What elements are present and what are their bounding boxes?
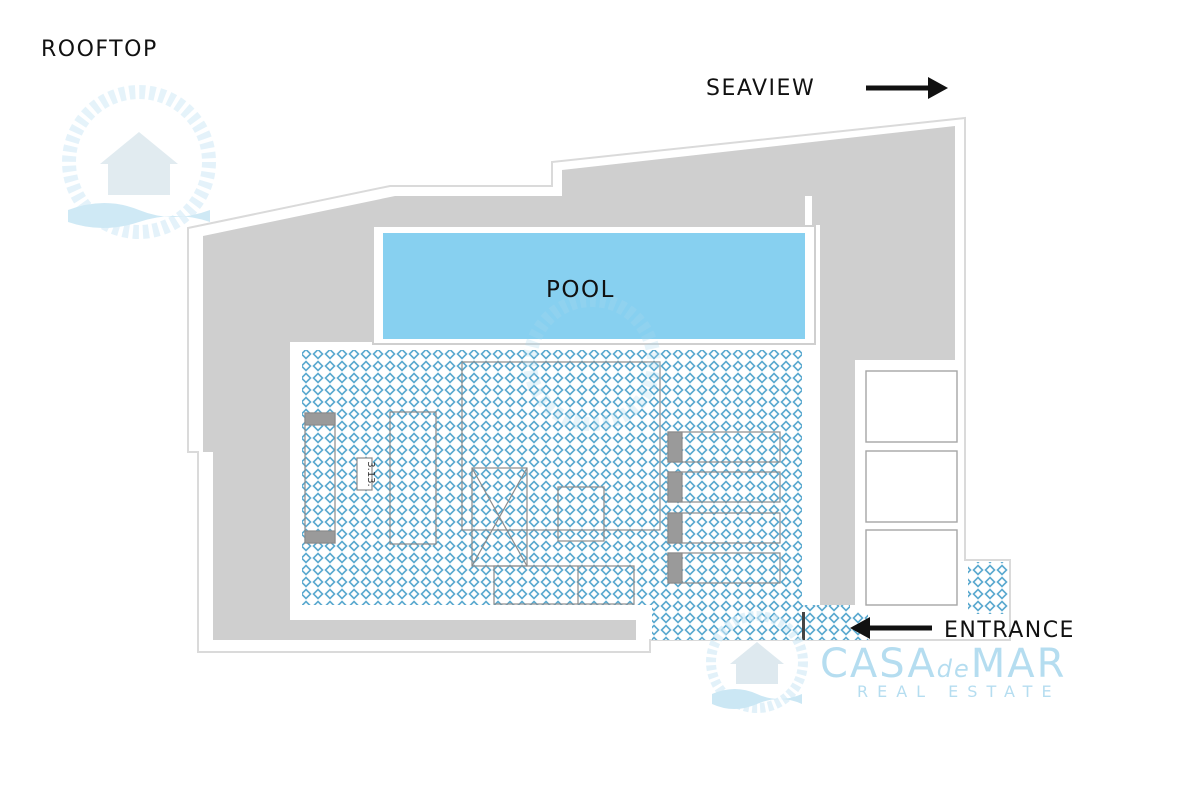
brand-tagline: REAL ESTATE xyxy=(857,682,1061,701)
entrance-label: ENTRANCE xyxy=(944,618,1075,643)
planter-3 xyxy=(865,529,958,606)
planter-2 xyxy=(865,450,958,523)
wave-icon xyxy=(68,203,210,228)
entrance-arrow xyxy=(850,617,932,639)
house-icon xyxy=(100,132,178,195)
outdoor-kitchen xyxy=(461,361,661,531)
title-label: ROOFTOP xyxy=(41,37,158,62)
planters xyxy=(865,370,958,606)
seaview-label: SEAVIEW xyxy=(706,76,815,101)
sunbed-3-headrest xyxy=(667,512,683,544)
furniture xyxy=(304,361,781,605)
sofa-arm-top xyxy=(304,412,336,426)
sunbed-1-headrest xyxy=(667,431,683,463)
sunbed-2-headrest xyxy=(667,471,683,503)
coffee-table xyxy=(389,411,437,545)
wave-icon-bottom xyxy=(712,689,802,709)
entrance-arrow-head xyxy=(850,617,870,639)
brand-wordmark: CASAdeMAR xyxy=(820,641,1066,687)
seaview-arrow-head xyxy=(928,77,948,99)
terrace-right xyxy=(562,126,955,605)
seaview-arrow xyxy=(866,77,948,99)
terrace-left xyxy=(203,196,805,640)
sun-ring-bottom xyxy=(706,611,808,713)
sun-ring xyxy=(62,85,216,239)
watermark-logo-top xyxy=(62,85,216,239)
watermark-logo-center xyxy=(523,293,661,431)
brand-suffix: MAR xyxy=(971,641,1067,687)
house-icon-bottom xyxy=(730,642,784,684)
dimension-label: 3.13. xyxy=(365,461,376,486)
planter-1 xyxy=(865,370,958,443)
brand-prefix: CASA xyxy=(820,641,937,687)
pool-label: POOL xyxy=(546,277,615,303)
lounge-deck xyxy=(302,350,802,605)
sunbed-4-headrest xyxy=(667,552,683,584)
brand-middle: de xyxy=(937,655,971,683)
entrance-steps xyxy=(968,562,1008,614)
dimension-tag xyxy=(356,457,373,491)
entrance-door-mark xyxy=(802,612,805,640)
sun-ring-center xyxy=(523,293,661,431)
stairs-hatch xyxy=(471,467,528,567)
storage-block xyxy=(493,565,635,605)
watermark-logo-bottom xyxy=(706,611,808,713)
side-table xyxy=(557,486,605,542)
pool-water xyxy=(383,233,805,339)
sofa-arm-bottom xyxy=(304,530,336,544)
